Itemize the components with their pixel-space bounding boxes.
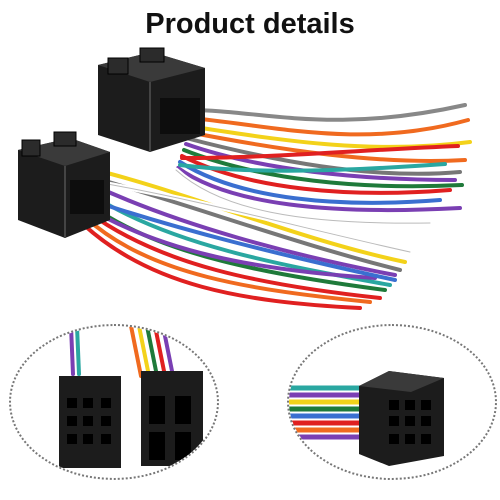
connector-side-closeup [287,324,497,480]
upper-wire-bundle [173,103,472,226]
product-photo [18,47,472,310]
lower-connector [18,131,110,238]
upper-connector [98,47,205,152]
lower-wire-bundle [82,168,413,310]
connector-faces-closeup [9,324,219,480]
page-title: Product details [145,8,355,40]
